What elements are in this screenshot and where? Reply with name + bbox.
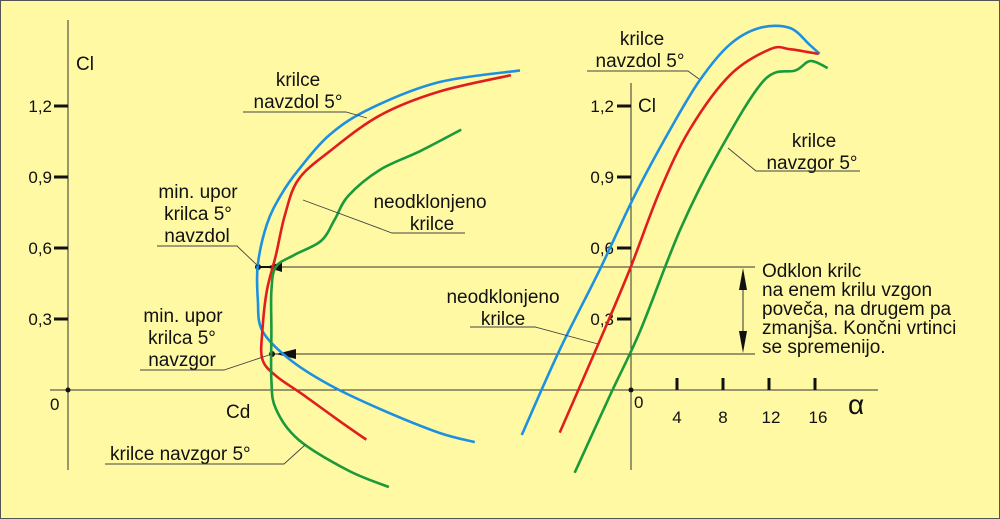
leader-line xyxy=(470,326,599,345)
curves xyxy=(255,24,829,489)
note-line: se spremenijo. xyxy=(762,337,886,358)
leader-line xyxy=(105,444,306,465)
left-annotations: krilce navzdol 5° neodklonjeno krilce mi… xyxy=(105,70,487,465)
lift-curve-neutral xyxy=(558,45,819,434)
leader-line xyxy=(302,199,465,234)
left-origin-dot xyxy=(65,387,71,393)
label-neutral: neodklonjeno xyxy=(373,192,486,213)
min-drag-up-arrow xyxy=(276,349,296,359)
right-ylabel: Cl xyxy=(638,96,656,117)
label-down: navzdol 5° xyxy=(596,51,685,72)
note-line: poveča, na drugem pa xyxy=(762,299,952,320)
right-chart-axes: 1,2 0,9 0,6 0,3 Cl 0 4 8 12 16 α xyxy=(500,83,878,470)
label-min-drag-down: navzdol xyxy=(164,226,230,247)
left-chart-axes: 1,2 0,9 0,6 0,3 Cl 0 Cd xyxy=(28,20,520,470)
right-xtick-label: 0 xyxy=(634,393,643,412)
right-xtick-label: 4 xyxy=(672,408,681,427)
right-xlabel: α xyxy=(848,389,864,420)
leader-line xyxy=(727,147,860,172)
label-min-drag-down: krilca 5° xyxy=(164,204,232,225)
leader-line xyxy=(157,245,259,267)
right-xtick-label: 12 xyxy=(762,408,781,427)
label-up: krilce xyxy=(792,131,836,152)
left-ytick-label: 0,9 xyxy=(28,168,52,187)
label-up: navzgor 5° xyxy=(766,153,857,174)
note-line: zmanjša. Končni vrtinci xyxy=(762,318,956,339)
leader-line xyxy=(243,111,368,119)
lift-curve-aileron-down xyxy=(520,24,821,436)
label-min-drag-up: krilca 5° xyxy=(148,328,216,349)
polar-curve-aileron-up xyxy=(269,128,462,489)
left-ytick-label: 0,3 xyxy=(28,310,52,329)
arrow-down-head xyxy=(739,331,747,353)
label-min-drag-up: min. upor xyxy=(143,306,223,327)
right-ytick-label: 0,9 xyxy=(590,168,614,187)
label-neutral: krilce xyxy=(410,214,454,235)
right-ytick-label: 1,2 xyxy=(590,97,614,116)
label-up: krilce navzgor 5° xyxy=(110,444,251,465)
left-ytick-label: 0,6 xyxy=(28,239,52,258)
polar-curve-neutral xyxy=(259,73,512,441)
label-down: navzdol 5° xyxy=(254,92,343,113)
left-xlabel: Cd xyxy=(226,402,250,423)
label-min-drag-up: navzgor xyxy=(148,350,216,371)
polar-curve-aileron-down xyxy=(255,69,521,444)
right-origin-dot xyxy=(628,387,634,393)
reference-lines xyxy=(255,262,755,359)
left-origin-label: 0 xyxy=(50,395,59,414)
arrow-up-head xyxy=(739,268,747,290)
label-down: krilce xyxy=(276,70,320,91)
leader-line xyxy=(140,353,273,371)
label-neutral: neodklonjeno xyxy=(446,287,559,308)
right-xtick-label: 8 xyxy=(718,408,727,427)
label-down: krilce xyxy=(620,29,664,50)
leader-line xyxy=(587,70,700,80)
label-neutral: krilce xyxy=(481,309,525,330)
left-ylabel: Cl xyxy=(76,54,94,75)
lift-curve-aileron-up xyxy=(573,59,829,474)
note-line: Odklon krilc xyxy=(762,261,861,282)
label-min-drag-down: min. upor xyxy=(158,182,238,203)
right-annotations: krilce navzdol 5° krilce navzgor 5° neod… xyxy=(446,29,956,358)
left-ytick-label: 1,2 xyxy=(28,97,52,116)
right-xtick-label: 16 xyxy=(809,408,828,427)
note-line: na enem krilu vzgon xyxy=(762,280,932,301)
